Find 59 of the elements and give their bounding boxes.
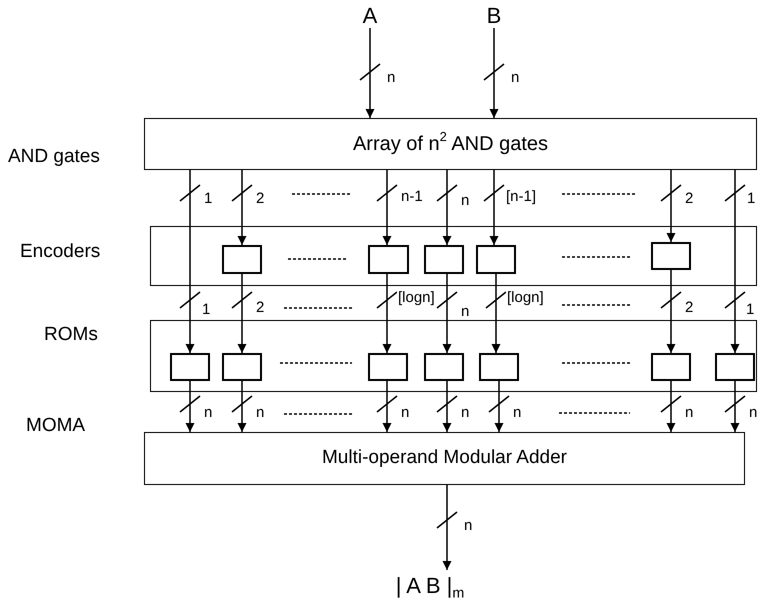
box-label: Array of n$^{2}$ AND gates xyxy=(352,133,548,155)
bus-arrow xyxy=(366,28,374,118)
bus-arrow xyxy=(238,381,246,432)
stage-label: ROMs xyxy=(44,325,98,344)
unit-box xyxy=(478,352,518,380)
unit-box xyxy=(222,244,262,274)
stage-label: AND gates xyxy=(8,147,100,166)
process-box xyxy=(144,432,745,485)
bus-arrow xyxy=(382,381,392,432)
unit-box xyxy=(424,352,464,380)
bus-arrow xyxy=(494,381,504,432)
unit-box xyxy=(650,352,690,380)
bus-arrow xyxy=(186,170,194,353)
stage-label: MOMA xyxy=(26,416,86,435)
bus-width-label: 1 xyxy=(746,302,754,317)
bus-arrow xyxy=(382,170,392,245)
unit-box xyxy=(476,244,516,274)
edge-label: [n-1] xyxy=(505,189,538,204)
bus-arrow xyxy=(730,381,740,432)
edge-label: 1 xyxy=(203,191,214,206)
unit-box xyxy=(368,352,408,380)
bus-arrow xyxy=(186,381,194,432)
unit-box xyxy=(650,242,690,270)
unit-box xyxy=(424,244,464,274)
stage-band xyxy=(150,226,757,286)
bus-arrow xyxy=(492,274,500,353)
bus-arrow xyxy=(490,170,498,245)
unit-box xyxy=(368,244,408,274)
edge-label: 2 xyxy=(684,191,694,206)
box-label: Multi-operand Modular Adder xyxy=(322,448,568,469)
bus-arrow xyxy=(730,170,740,353)
edge-label: [logn] xyxy=(506,290,545,305)
stage-label: Encoders xyxy=(20,242,100,261)
bus-arrow xyxy=(666,170,676,242)
signal-label: A xyxy=(362,4,378,28)
edge-label: 2 xyxy=(255,300,266,315)
process-box xyxy=(144,118,757,170)
edge-label: 1 xyxy=(746,191,756,206)
edge-label: n-1 xyxy=(400,189,424,204)
bus-arrow xyxy=(666,381,676,432)
unit-box xyxy=(222,352,262,380)
bus-arrow xyxy=(238,274,246,353)
bus-arrow xyxy=(238,170,246,245)
bus-width-label: 1 xyxy=(202,302,210,317)
stage-band xyxy=(150,320,757,392)
signal-label: B xyxy=(486,4,502,28)
bus-arrow xyxy=(442,485,452,570)
bus-arrow xyxy=(442,381,452,432)
edge-label: 2 xyxy=(255,191,266,206)
unit-box xyxy=(170,352,210,380)
edge-label: 2 xyxy=(684,300,694,315)
signal-label: | A B |$_{m}$ xyxy=(396,574,464,598)
bus-arrow xyxy=(666,270,676,353)
bus-arrow xyxy=(442,170,452,245)
bus-arrow xyxy=(490,28,498,118)
edge-label: [logn] xyxy=(397,290,436,305)
bus-arrow xyxy=(442,274,452,353)
bus-arrow xyxy=(382,274,392,353)
unit-box xyxy=(714,352,754,380)
